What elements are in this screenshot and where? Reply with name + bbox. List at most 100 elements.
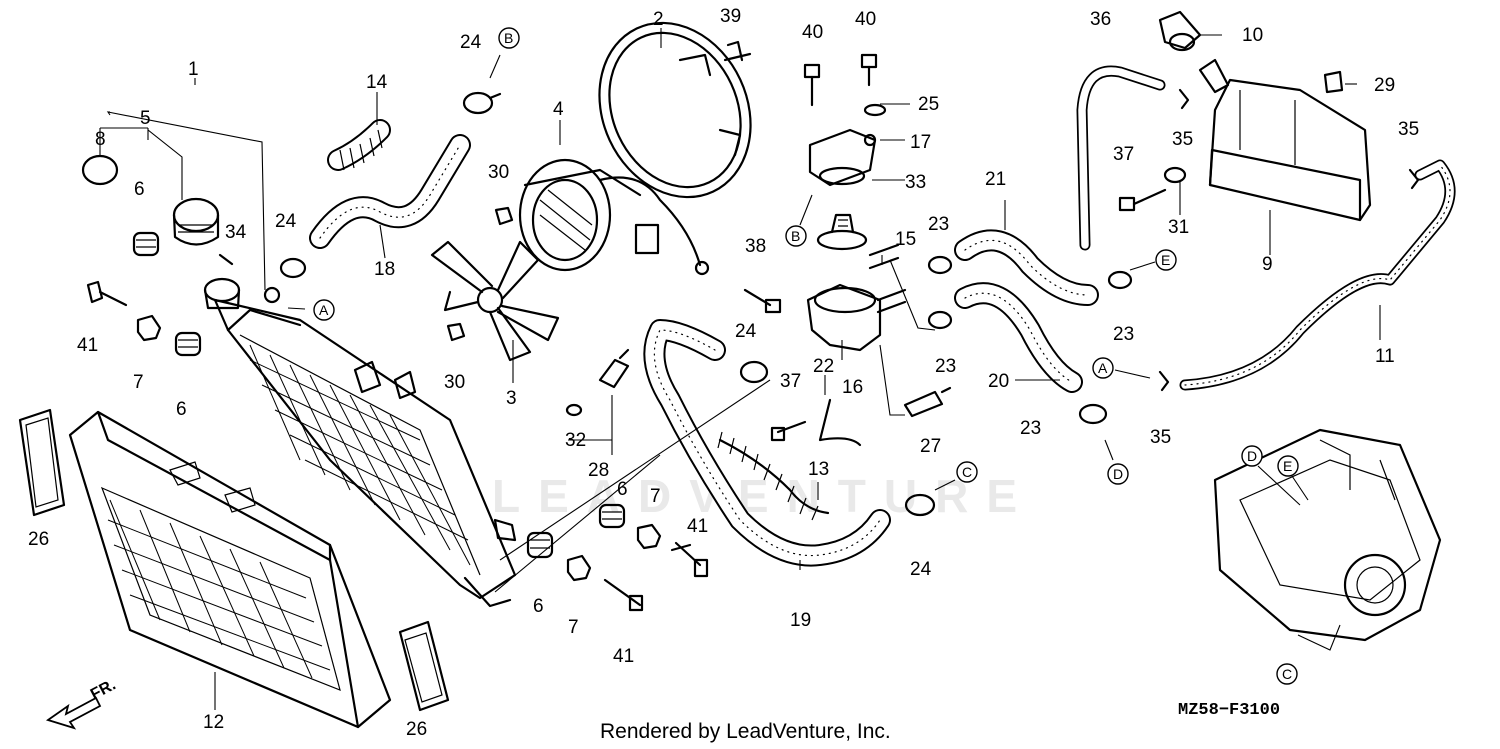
- callout-23c[interactable]: 23: [1113, 324, 1134, 345]
- callout-22[interactable]: 22: [813, 356, 834, 377]
- spring-13[interactable]: [717, 431, 830, 521]
- grommet-6b[interactable]: [174, 331, 202, 357]
- hose-36[interactable]: [1076, 65, 1166, 251]
- temp-sensor-27[interactable]: [903, 386, 952, 418]
- clamp-23a[interactable]: [927, 255, 953, 275]
- callout-36[interactable]: 36: [1090, 9, 1111, 30]
- callout-20[interactable]: 20: [988, 371, 1009, 392]
- callout-2[interactable]: 2: [653, 9, 664, 30]
- collar-7c[interactable]: [566, 554, 592, 582]
- engine[interactable]: [1213, 428, 1442, 642]
- callout-23b[interactable]: 23: [935, 356, 956, 377]
- clamp-23d[interactable]: [1078, 403, 1108, 425]
- clamp-23c[interactable]: [1107, 270, 1133, 290]
- callout-40b[interactable]: 40: [855, 9, 876, 30]
- callout-28[interactable]: 28: [588, 460, 609, 481]
- clip-35a[interactable]: [1178, 88, 1190, 110]
- ref-c-clamp[interactable]: C: [934, 461, 978, 491]
- callout-29[interactable]: 29: [1374, 75, 1395, 96]
- callout-24d[interactable]: 24: [910, 559, 932, 580]
- callout-13[interactable]: 13: [808, 459, 829, 480]
- callout-31[interactable]: 31: [1168, 217, 1189, 238]
- callout-39[interactable]: 39: [720, 6, 741, 27]
- callout-7b[interactable]: 7: [650, 486, 661, 507]
- callout-14[interactable]: 14: [366, 72, 388, 93]
- callout-19[interactable]: 19: [790, 610, 811, 631]
- callout-7a[interactable]: 7: [133, 372, 144, 393]
- hose-11[interactable]: [1179, 159, 1456, 391]
- callout-21[interactable]: 21: [985, 169, 1006, 190]
- callout-6d[interactable]: 6: [533, 596, 544, 617]
- thermostat-cover[interactable]: [808, 128, 877, 187]
- callout-25[interactable]: 25: [918, 94, 939, 115]
- callout-41b[interactable]: 41: [687, 516, 708, 537]
- callout-7c[interactable]: 7: [568, 617, 579, 638]
- callout-8[interactable]: 8: [95, 129, 106, 150]
- reserve-tank[interactable]: [1198, 58, 1372, 222]
- callout-11[interactable]: 11: [1375, 346, 1395, 367]
- clip-35c[interactable]: [1158, 370, 1170, 392]
- callout-37a[interactable]: 37: [780, 371, 801, 392]
- ref-a-hose[interactable]: A: [1092, 357, 1151, 379]
- rubber-pad-right[interactable]: [398, 620, 450, 712]
- callout-32[interactable]: 32: [565, 430, 586, 451]
- clamp-24d[interactable]: [904, 493, 936, 517]
- washer-32[interactable]: [565, 403, 583, 417]
- callout-24c[interactable]: 24: [735, 321, 757, 342]
- callout-27[interactable]: 27: [920, 436, 941, 457]
- rubber-pad-left[interactable]: [18, 408, 66, 517]
- callout-35b[interactable]: 35: [1398, 119, 1419, 140]
- bolt-38[interactable]: [743, 288, 782, 314]
- callout-26a[interactable]: 26: [28, 529, 49, 550]
- ref-b-top[interactable]: B: [489, 27, 520, 79]
- clamp-24b[interactable]: [279, 257, 307, 279]
- cap-seal[interactable]: [81, 154, 119, 186]
- fan-shroud[interactable]: [572, 0, 779, 222]
- thermostat-housing[interactable]: [806, 243, 907, 352]
- callout-18[interactable]: 18: [374, 259, 395, 280]
- ref-b-thermo[interactable]: B: [785, 194, 813, 247]
- hose-20[interactable]: [954, 282, 1083, 393]
- callout-37b[interactable]: 37: [1113, 144, 1134, 165]
- callout-6a[interactable]: 6: [134, 179, 145, 200]
- ref-e-clamp[interactable]: E: [1129, 249, 1177, 271]
- fan-motor[interactable]: [518, 158, 710, 276]
- callout-17[interactable]: 17: [910, 132, 931, 153]
- bolt-37b[interactable]: [1118, 188, 1167, 212]
- ref-c-engine[interactable]: C: [1276, 663, 1298, 685]
- callout-6b[interactable]: 6: [176, 399, 187, 420]
- clamp-23b[interactable]: [927, 310, 953, 330]
- clip-25[interactable]: [863, 103, 887, 117]
- clamp-24a[interactable]: [462, 91, 502, 115]
- callout-34[interactable]: 34: [225, 222, 247, 243]
- callout-41c[interactable]: 41: [613, 646, 634, 667]
- callout-41a[interactable]: 41: [77, 335, 98, 356]
- bolt-41a[interactable]: [86, 280, 128, 307]
- bolt-40b[interactable]: [860, 53, 878, 87]
- callout-30b[interactable]: 30: [444, 372, 465, 393]
- bolt-41c[interactable]: [603, 578, 644, 612]
- grommet-6d[interactable]: [526, 531, 554, 559]
- radiator[interactable]: [203, 277, 517, 608]
- bolt-41b[interactable]: [670, 541, 709, 578]
- callout-24b[interactable]: 24: [275, 211, 297, 232]
- hose-18[interactable]: [309, 134, 471, 249]
- nut-30b[interactable]: [446, 322, 466, 342]
- ref-d-engine[interactable]: D: [1241, 445, 1301, 506]
- callout-40a[interactable]: 40: [802, 22, 823, 43]
- fan-blade[interactable]: [430, 240, 560, 362]
- bolt-34[interactable]: [218, 253, 234, 266]
- grommet-6a[interactable]: [132, 231, 160, 257]
- callout-9[interactable]: 9: [1262, 254, 1273, 275]
- ref-a-radiator[interactable]: A: [287, 299, 335, 321]
- callout-38[interactable]: 38: [745, 236, 766, 257]
- clamp-24c[interactable]: [739, 360, 769, 384]
- hose-19[interactable]: [643, 319, 891, 567]
- nut-30a[interactable]: [494, 206, 514, 226]
- collar-31[interactable]: [1163, 166, 1187, 184]
- callout-6c[interactable]: 6: [617, 479, 628, 500]
- collar-29[interactable]: [1323, 70, 1344, 94]
- collar-7b[interactable]: [636, 523, 662, 550]
- callout-26b[interactable]: 26: [406, 719, 427, 740]
- callout-15[interactable]: 15: [895, 229, 916, 250]
